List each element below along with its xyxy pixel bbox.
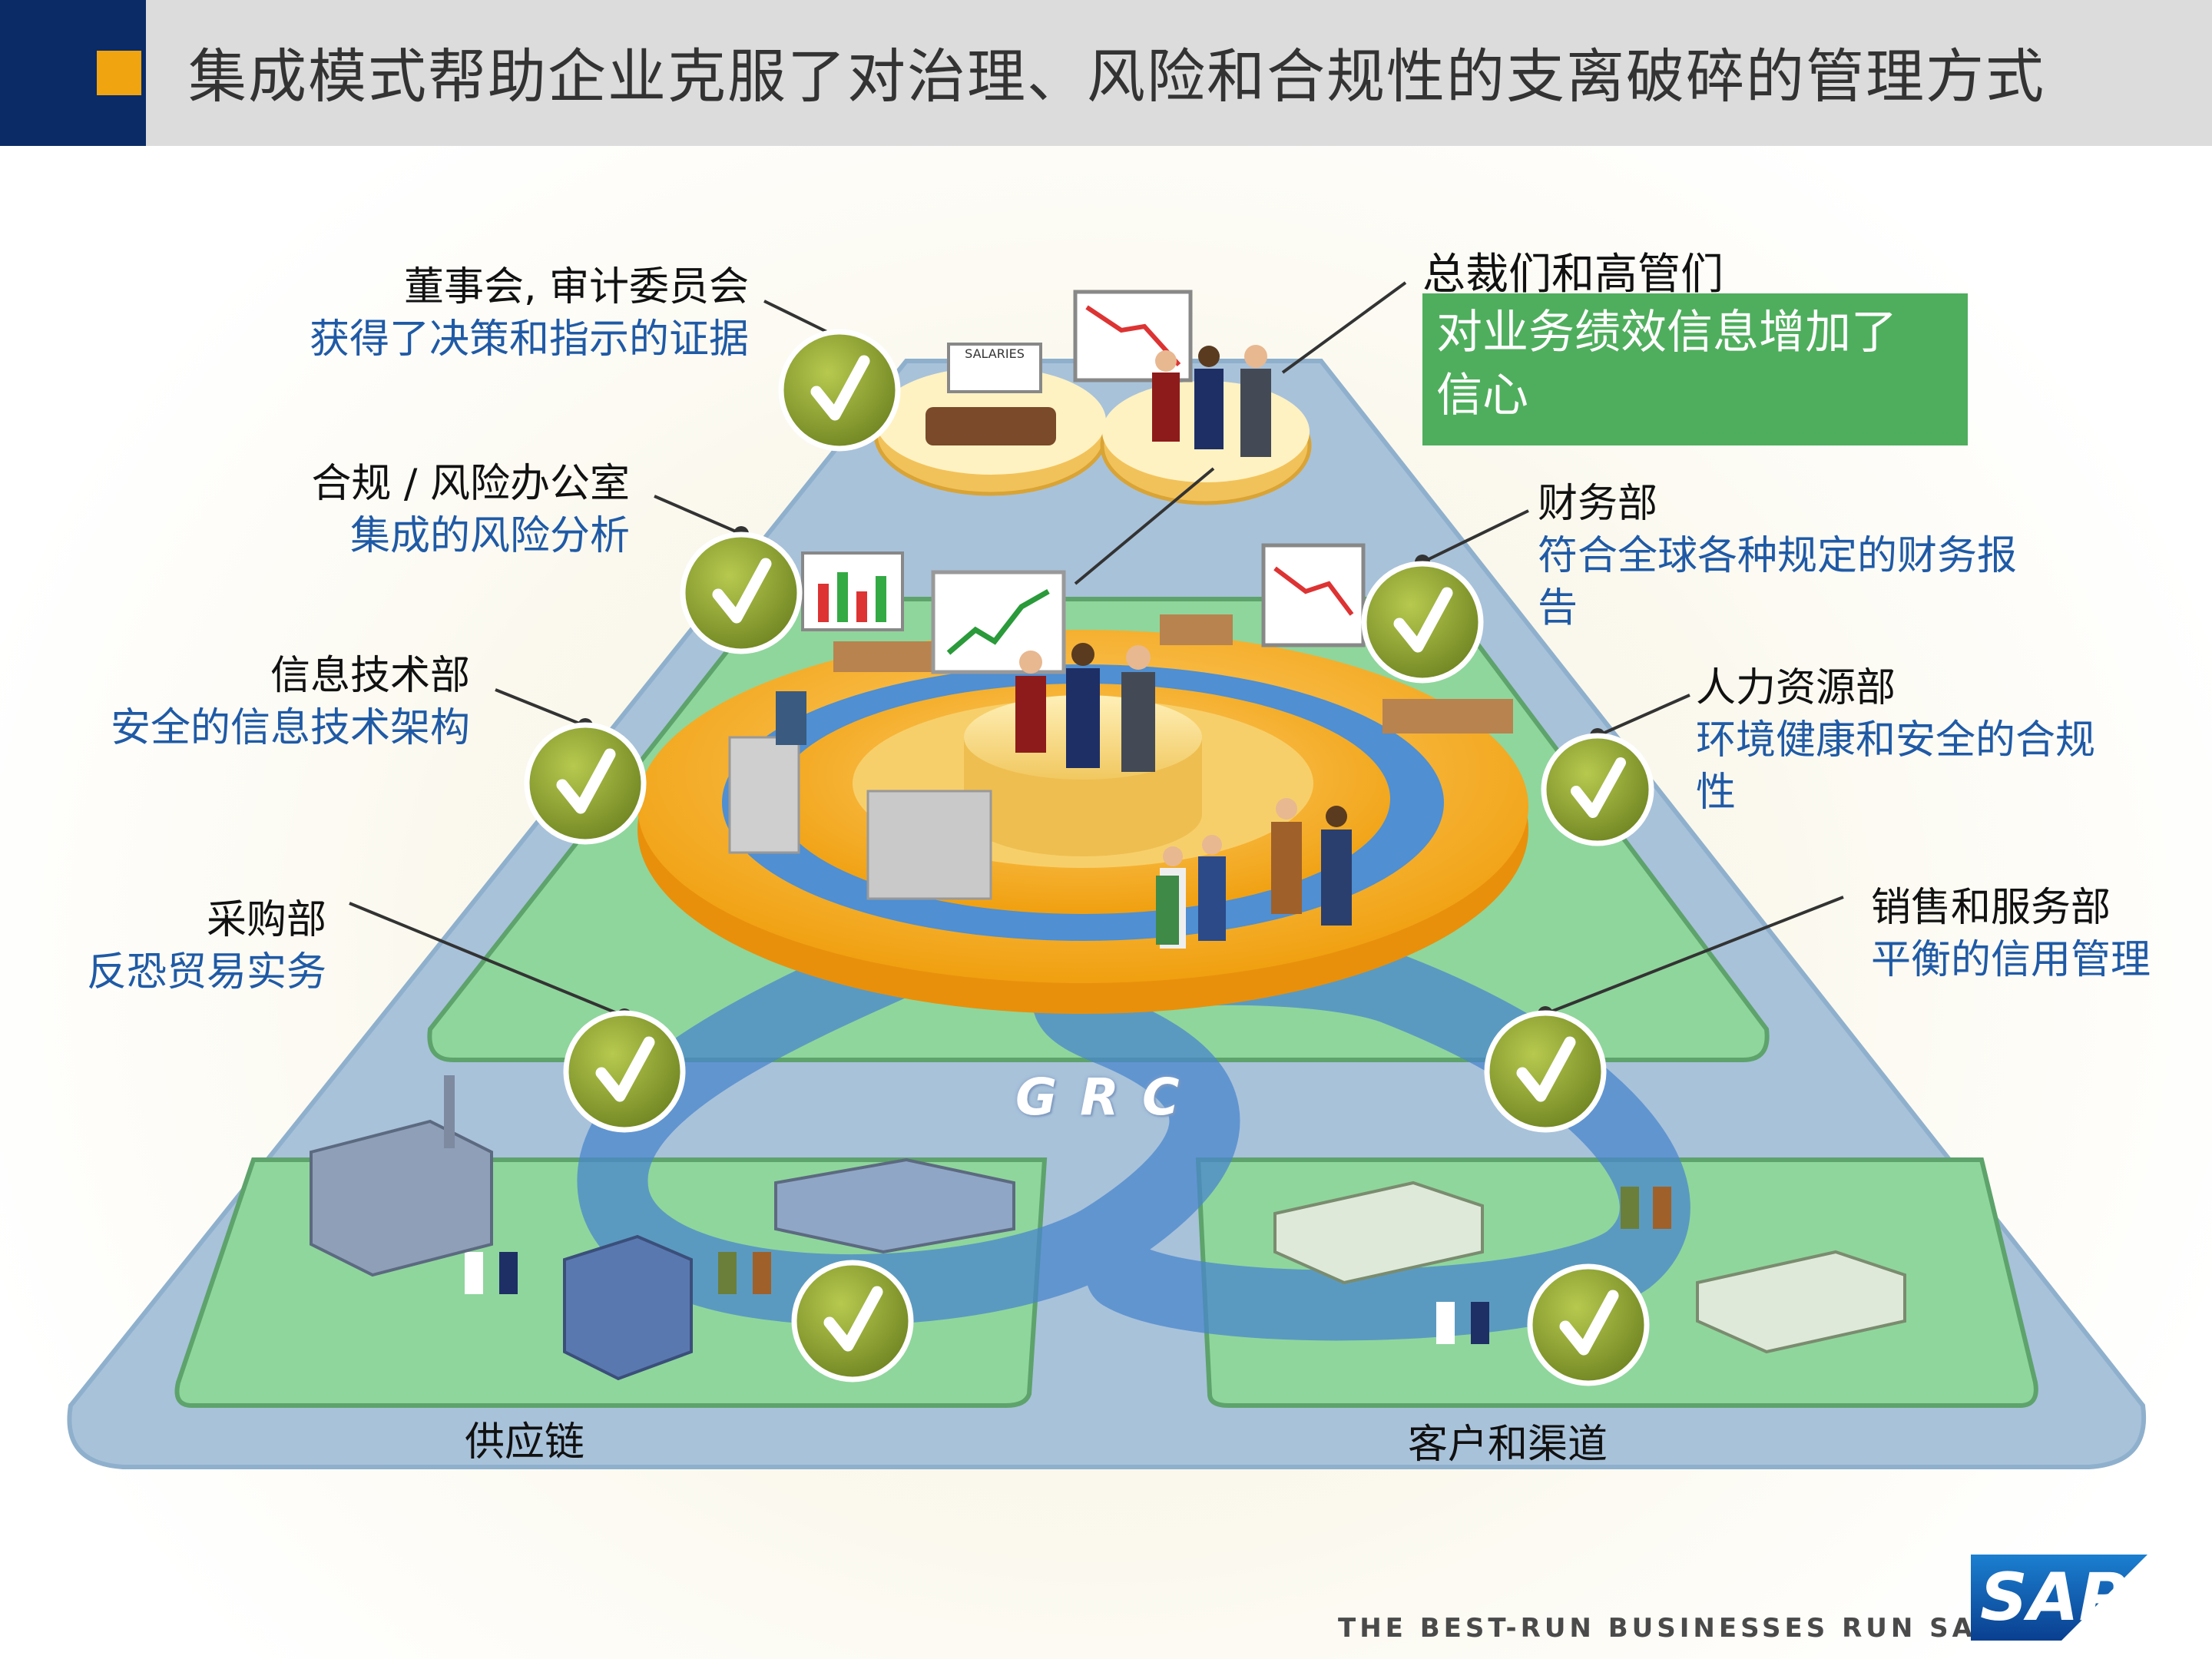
dept-benefit-finance-line2: 告 (1538, 585, 1578, 631)
page-title: 集成模式帮助企业克服了对治理、风险和合规性的支离破碎的管理方式 (188, 42, 2045, 111)
executives-benefit-box: 对业务绩效信息增加了 信心 (1422, 293, 1968, 445)
footer-tagline: THE BEST-RUN BUSINESSES RUN SAP (1338, 1613, 1999, 1644)
finance-chart-board (1261, 543, 1366, 647)
dept-name-sales: 销售和服务部 (1871, 885, 2111, 931)
central-workstation (866, 790, 992, 900)
check-icon-customers (1527, 1263, 1650, 1386)
it-monitor (776, 691, 806, 745)
check-icon-board (778, 329, 901, 452)
hr-desk (1382, 699, 1513, 733)
grc-label: GRC (1015, 1068, 1203, 1127)
executives-title: 总裁们和高管们 (1422, 250, 1724, 300)
label-board: 董事会, 审计委员会 获得了决策和指示的证据 (310, 261, 749, 366)
growth-chart-board (931, 570, 1066, 674)
region-customers: 客户和渠道 (1408, 1422, 1608, 1468)
dept-benefit-it: 安全的信息技术架构 (110, 705, 470, 751)
check-icon-supply-chain (791, 1260, 914, 1382)
label-hr: 人力资源部 环境健康和安全的合规 性 (1696, 662, 2095, 819)
check-icon-compliance (680, 531, 803, 654)
dept-benefit-hr-line2: 性 (1696, 770, 1737, 816)
dept-benefit-compliance: 集成的风险分析 (349, 513, 630, 559)
dept-name-compliance: 合规 / 风险办公室 (311, 461, 630, 507)
sap-logo (1971, 1555, 2147, 1641)
dept-name-board: 董事会, 审计委员会 (403, 264, 749, 310)
check-icon-hr (1541, 733, 1654, 846)
dept-name-hr: 人力资源部 (1696, 665, 1896, 711)
dept-benefit-finance-line1: 符合全球各种规定的财务报 (1538, 533, 2018, 579)
check-icons (524, 329, 1654, 1386)
grc-flow-path (577, 833, 1690, 1341)
dept-name-it: 信息技术部 (270, 653, 470, 699)
label-compliance: 合规 / 风险办公室 集成的风险分析 (311, 458, 630, 562)
check-icon-finance (1361, 561, 1484, 684)
dept-name-finance: 财务部 (1538, 481, 1658, 527)
supply-chain-buildings (310, 1075, 1015, 1381)
label-procurement: 采购部 反恐贸易实务 (87, 894, 326, 998)
label-finance: 财务部 符合全球各种规定的财务报 告 (1538, 478, 2017, 634)
leader-lines (349, 281, 1844, 1018)
header-bar: 集成模式帮助企业克服了对治理、风险和合规性的支离破碎的管理方式 (0, 0, 2212, 146)
it-desk (728, 736, 800, 854)
check-icon-sales (1484, 1010, 1607, 1133)
executives-benefit-line2: 信心 (1436, 369, 1528, 422)
board-decline-chart (1073, 290, 1193, 382)
label-it: 信息技术部 安全的信息技术架构 (111, 650, 470, 754)
check-icon-it (524, 722, 647, 845)
salaries-board: SALARIES (947, 343, 1042, 393)
board-table (926, 407, 1056, 445)
customer-warehouses (1273, 1181, 1906, 1354)
compliance-office-desk (801, 551, 941, 672)
dept-name-procurement: 采购部 (206, 897, 326, 943)
salaries-sign: SALARIES (965, 346, 1025, 361)
dept-benefit-hr-line1: 环境健康和安全的合规 (1696, 717, 2096, 763)
label-sales: 销售和服务部 平衡的信用管理 (1871, 882, 2151, 986)
check-icon-procurement (563, 1010, 686, 1133)
region-supply-chain: 供应链 (465, 1419, 585, 1465)
header-accent-square (97, 51, 141, 95)
dept-benefit-sales: 平衡的信用管理 (1871, 937, 2151, 983)
people-figures (465, 345, 1671, 1344)
sap-logo-text: SAP (1980, 1559, 2128, 1636)
executives-benefit-line1: 对业务绩效信息增加了 (1436, 306, 1897, 359)
dept-benefit-board: 获得了决策和指示的证据 (309, 316, 749, 363)
finance-desk (1160, 614, 1233, 645)
dept-benefit-procurement: 反恐贸易实务 (86, 949, 326, 995)
